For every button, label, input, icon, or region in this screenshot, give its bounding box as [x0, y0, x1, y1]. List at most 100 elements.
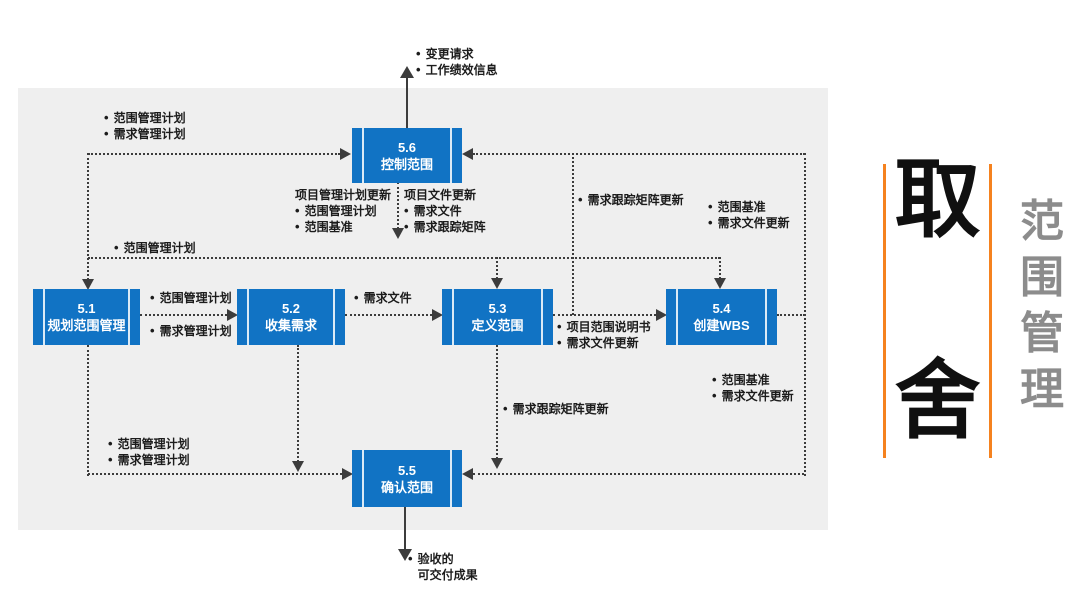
list-item: •需求跟踪矩阵更新 [503, 401, 609, 417]
note-text: 变更请求 [425, 47, 474, 61]
note-text: 范围管理计划 [123, 241, 196, 255]
note-text: 需求跟踪矩阵更新 [587, 193, 684, 207]
process-box-5-5: 5.5 确认范围 [352, 450, 462, 507]
connector-52-53 [345, 314, 432, 316]
bullet-icon: • [104, 126, 109, 141]
connector-52-down [297, 345, 299, 462]
note-text: 需求管理计划 [159, 324, 232, 338]
note-plans-bottom: • 范围管理计划 •需求管理计划 [108, 436, 190, 468]
bullet-icon: • [354, 290, 359, 305]
list-item: • 范围基准 [712, 372, 794, 388]
list-item: •需求管理计划 [108, 452, 190, 468]
note-text: 需求跟踪矩阵 [413, 220, 486, 234]
connector-right-border-vertical [804, 153, 806, 476]
note-text: 范围管理计划 [159, 291, 232, 305]
bullet-icon: • [408, 551, 413, 566]
process-box-5-1: 5.1 规划范围管理 [33, 289, 140, 345]
list-item: • 需求文件更新 [712, 388, 794, 404]
bullet-icon: • [104, 110, 109, 125]
bullet-icon: • [108, 436, 113, 451]
bullet-icon: • [114, 240, 119, 255]
bullet-icon: • [503, 401, 508, 416]
list-item: • 需求管理计划 [150, 323, 232, 339]
process-id: 5.4 [712, 301, 731, 316]
bullet-icon: • [416, 46, 421, 61]
note-text: 需求文件更新 [721, 389, 794, 403]
arrowhead-down-icon [82, 279, 94, 290]
bullet-icon: • [578, 192, 583, 207]
bullet-icon: • [712, 388, 717, 403]
list-item: •范围基准 [295, 219, 391, 235]
process-box-5-3: 5.3 定义范围 [442, 289, 553, 345]
note-text: 可交付成果 [417, 568, 478, 582]
list-item: • 范围管理计划 [108, 436, 190, 452]
side-title-scope-management: 范 围 管 理 [1016, 194, 1068, 418]
note-scope-statement: • 项目范围说明书 •需求文件更新 [557, 319, 651, 351]
connector-to-55-right [473, 473, 804, 475]
list-item: • 变更请求 [416, 46, 498, 62]
arrowhead-left-icon [462, 468, 473, 480]
title-char-qu: 取 [894, 149, 981, 250]
process-id: 5.6 [397, 139, 417, 155]
list-item: •需求管理计划 [104, 126, 186, 142]
side-title-char: 管 [1020, 309, 1064, 358]
accent-line-left [883, 164, 886, 458]
arrowhead-right-icon [227, 309, 238, 321]
process-name: 控制范围 [380, 156, 433, 172]
list-item: • 需求跟踪矩阵更新 [578, 192, 684, 208]
list-item: • 项目范围说明书 [557, 319, 651, 335]
arrowhead-down-icon [491, 458, 503, 469]
bullet-icon: • [708, 199, 713, 214]
arrowhead-down-icon [392, 228, 404, 239]
note-plans-51-52-a: •范围管理计划 [150, 290, 232, 306]
bullet-icon: • [150, 323, 155, 338]
note-accepted-deliverables: •验收的 • 可交付成果 [408, 551, 478, 583]
process-name: 创建WBS [693, 318, 750, 333]
list-item: •工作绩效信息 [416, 62, 498, 78]
list-item: •需求文件更新 [708, 215, 790, 231]
side-title-char: 围 [1020, 253, 1064, 302]
process-box-5-4: 5.4 创建WBS [666, 289, 777, 345]
note-text: 范围基准 [721, 373, 770, 387]
connector-to-56-left [88, 153, 340, 155]
bullet-icon: • [712, 372, 717, 387]
connector-drop-to-54 [719, 257, 721, 279]
process-name: 收集需求 [264, 318, 317, 333]
note-text: 需求文件更新 [717, 216, 790, 230]
connector-54-right-exit [777, 314, 805, 316]
list-item: •需求文件更新 [557, 335, 651, 351]
process-name: 规划范围管理 [47, 318, 126, 333]
connector-55-output-shaft [404, 507, 406, 549]
connector-53-54 [553, 314, 656, 316]
process-id: 5.5 [397, 462, 417, 478]
note-rtm-update-top: • 需求跟踪矩阵更新 [578, 192, 684, 208]
connector-left-vertical-bottom [87, 345, 89, 476]
note-text: 需求文件 [363, 291, 412, 305]
process-name: 确认范围 [380, 479, 433, 495]
note-rtm-update-bottom: •需求跟踪矩阵更新 [503, 401, 609, 417]
title-char-she: 舍 [894, 350, 981, 451]
list-item: • 范围管理计划 [114, 240, 196, 256]
process-box-5-6: 5.6 控制范围 [352, 128, 462, 183]
note-text: 项目范围说明书 [566, 320, 651, 334]
bullet-icon: • [404, 203, 409, 218]
process-name: 定义范围 [471, 318, 524, 333]
note-header: 项目文件更新 [404, 188, 477, 202]
bullet-icon: • [416, 62, 421, 77]
note-scope-plan-mid: • 范围管理计划 [114, 240, 196, 256]
arrowhead-left-icon [462, 148, 473, 160]
connector-to-56-right [473, 153, 805, 155]
connector-53-down [496, 345, 498, 459]
note-change-requests: • 变更请求 •工作绩效信息 [416, 46, 498, 78]
note-baseline-top-right: •范围基准 •需求文件更新 [708, 199, 790, 231]
arrowhead-right-icon [340, 148, 351, 160]
bullet-icon: • [557, 319, 562, 334]
arrowhead-up-icon [400, 66, 414, 78]
note-text: 范围管理计划 [304, 204, 377, 218]
connector-rtm-vertical [572, 153, 574, 315]
note-header: 项目管理计划更新 [295, 188, 392, 202]
note-text: 范围管理计划 [117, 437, 190, 451]
list-item: •验收的 [408, 551, 478, 567]
list-item: •范围管理计划 [150, 290, 232, 306]
